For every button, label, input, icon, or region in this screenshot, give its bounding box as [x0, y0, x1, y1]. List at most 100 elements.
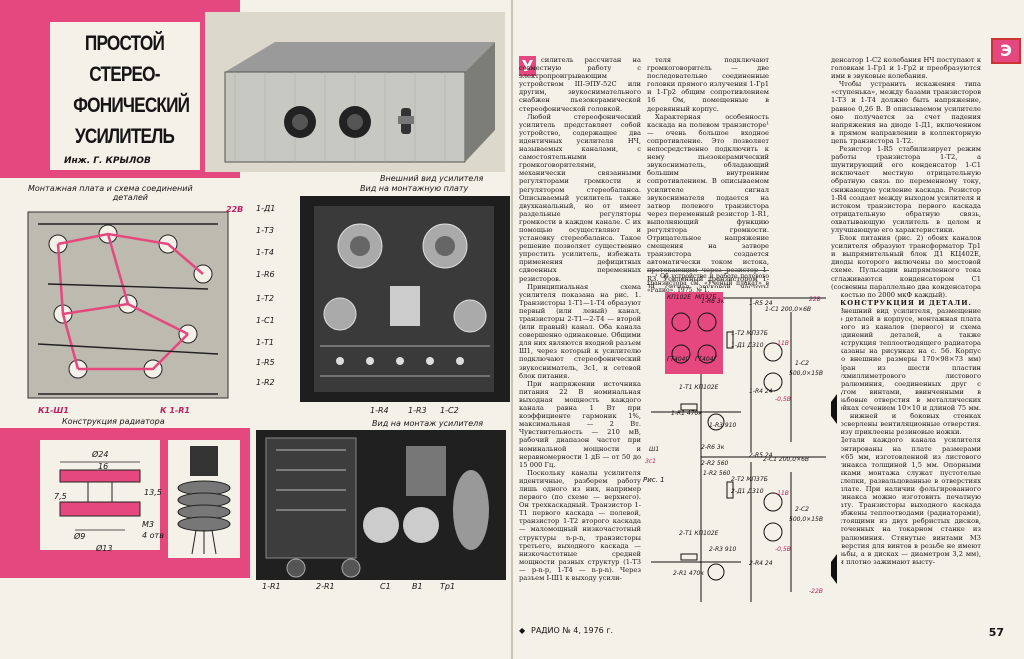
schematic-cap: 2-С2	[795, 506, 809, 513]
pink-label: ГТ404Г	[695, 356, 717, 363]
dim-label: 13,5	[144, 488, 162, 497]
mounting-board-caption: Вид на монтажную плату	[360, 184, 469, 193]
schematic-part: 1-R2 560	[703, 470, 731, 477]
ref-label: 1-R5	[256, 358, 275, 367]
paragraph: Чтобы устранить искажения типа «ступеньк…	[831, 80, 981, 145]
drop-cap: У	[519, 56, 536, 76]
ref-label: 1-Д1	[256, 204, 276, 213]
schematic-part: Зс1	[645, 458, 656, 465]
schematic-part: 1-R5 24	[749, 300, 773, 307]
paragraph: Принципиальная схема усилителя показана …	[519, 282, 641, 380]
schematic-cap: 1-С2	[795, 360, 809, 367]
footer-issue: РАДИО № 4, 1976 г.	[531, 626, 614, 635]
ref-label: 1-Т2	[256, 294, 274, 303]
schematic-part: 2-R2 560	[701, 460, 729, 467]
paragraph: При напряжении источника питания 22 В но…	[519, 379, 641, 469]
text-column-2: теля подключают громкоговоритель — две п…	[647, 56, 769, 288]
schematic-part: 2-R3 910	[709, 546, 737, 553]
schematic-part: Ш1	[649, 446, 660, 453]
schematic-part: 2-С1 200,0×6В	[763, 456, 810, 463]
schematic-voltage: -0,5В	[775, 396, 791, 403]
schematic-voltage: 22В	[809, 296, 821, 303]
paragraph: теля подключают громкоговоритель — две п…	[647, 56, 769, 113]
pink-label: МП37Б	[695, 294, 717, 301]
paragraph: Поскольку каналы усилителя идентичные, р…	[519, 468, 641, 582]
pink-label: ГТ404Г	[667, 356, 689, 363]
paragraph: Детали каждого канала усилителя смонтиро…	[831, 436, 981, 566]
paragraph: Блок питания (рис. 2) обоих каналов усил…	[831, 234, 981, 299]
schematic-voltage: -11В	[775, 340, 789, 347]
schematic-voltage: -11В	[775, 490, 789, 497]
ref-label: 1-С2	[440, 406, 459, 415]
right-page: У силитель рассчитан на совместную работ…	[513, 0, 1024, 659]
amplifier-photo	[205, 12, 505, 172]
mounting-board-photo	[300, 196, 510, 402]
magazine-logo: Э	[991, 38, 1021, 64]
schematic-part: 1-Т1 КП102Е	[679, 384, 719, 391]
page-number: 57	[988, 626, 1004, 639]
ref-label: 1-Т4	[256, 248, 274, 257]
gutter	[511, 0, 513, 659]
amplifier-internal-photo	[256, 430, 506, 580]
board-layout-drawing	[18, 204, 243, 404]
dim-label: 16	[98, 462, 109, 471]
schematic-part: 2-Д1 Д310	[731, 488, 764, 495]
dim-label: Ø24	[92, 450, 109, 459]
ref-label: 1-Т3	[256, 226, 274, 235]
radiator-photo	[168, 440, 240, 558]
schematic-part: 1-R1 470к	[671, 410, 702, 417]
ref-label: 1-R2	[256, 378, 275, 387]
dim-label: 7,5	[54, 492, 67, 501]
footnote: ¹ Об устройстве и работе полевого транзи…	[647, 270, 769, 303]
title-line: ПРОСТОЙ	[84, 32, 165, 55]
external-view-caption: Внешний вид усилителя	[380, 174, 484, 183]
title-line: УСИЛИТЕЛЬ	[74, 125, 175, 148]
schematic-part: 1-R4 24	[749, 388, 773, 395]
schematic-part: 2-R6 3к	[701, 444, 725, 451]
schematic-cap: 500,0×15В	[789, 370, 823, 377]
caption-line: деталей	[112, 193, 148, 202]
schematic-voltage: -22В	[809, 588, 823, 595]
bottom-label: 2-R1	[316, 582, 335, 591]
schematic-part: 1-R3 910	[709, 422, 737, 429]
paragraph: силитель рассчитан на совместную работу …	[519, 56, 641, 113]
board-left-label: К1-Ш1	[38, 406, 69, 415]
title-white-box	[50, 22, 200, 170]
radiator-drawing	[40, 440, 160, 550]
title-line: ФОНИЧЕСКИЙ	[73, 94, 190, 117]
board-corner-label: 22В	[226, 205, 244, 214]
bottom-label: 1-R1	[262, 582, 281, 591]
paragraph: денсатор 1-С2 колебания НЧ поступают к г…	[831, 56, 981, 81]
paragraph: Внешний вид усилителя, размещение его де…	[831, 306, 981, 437]
ref-label: 1-С1	[256, 316, 275, 325]
text-column-1: силитель рассчитан на совместную работу …	[519, 56, 641, 612]
schematic-part: 1-С1 200,0×6В	[765, 306, 812, 313]
figure-caption: Рис. 1	[643, 476, 665, 484]
dim-label: 4 отв	[142, 531, 164, 540]
schematic-part: 2-R5 24	[749, 452, 773, 459]
text-column-3: денсатор 1-С2 колебания НЧ поступают к г…	[831, 56, 981, 612]
footnote-text: ¹ Об устройстве и работе полевого транзи…	[647, 273, 769, 294]
schematic-part: 1-R6 3к	[701, 298, 725, 305]
schematic-part: 2-Т2 МП37Б	[731, 476, 768, 483]
article-title: ПРОСТОЙ СТЕРЕО- ФОНИЧЕСКИЙ УСИЛИТЕЛЬ	[73, 28, 190, 156]
dim-label: Ø13	[96, 544, 113, 553]
bottom-label: В1	[412, 582, 423, 591]
pink-label: КП102Е	[667, 294, 692, 301]
dim-label: М3	[142, 520, 154, 529]
paragraph: Любой стереофонический усилитель предста…	[519, 112, 641, 283]
ref-label: 1-Т1	[256, 338, 274, 347]
article-author: Инж. Г. КРЫЛОВ	[64, 156, 151, 166]
schematic-pink-legend	[665, 292, 723, 374]
board-layout-caption: Монтажная плата и схема соединений детал…	[28, 184, 193, 202]
board-right-label: К 1-R1	[160, 406, 190, 415]
paragraph: Резистор 1-R5 стабилизирует режим работы…	[831, 145, 981, 234]
title-line: СТЕРЕО-	[89, 63, 160, 86]
schematic-part: 2-Т1 КП102Е	[679, 530, 719, 537]
footer-diamond: ◆	[519, 626, 526, 635]
ref-label: 1-R6	[256, 270, 275, 279]
schematic-part: 1-Т2 МП37Б	[731, 330, 768, 337]
schematic-voltage: -0,5В	[775, 546, 791, 553]
schematic-part: 1-Д1 Д310	[731, 342, 764, 349]
paragraph: Характерная особенность каскада на полев…	[647, 112, 769, 288]
